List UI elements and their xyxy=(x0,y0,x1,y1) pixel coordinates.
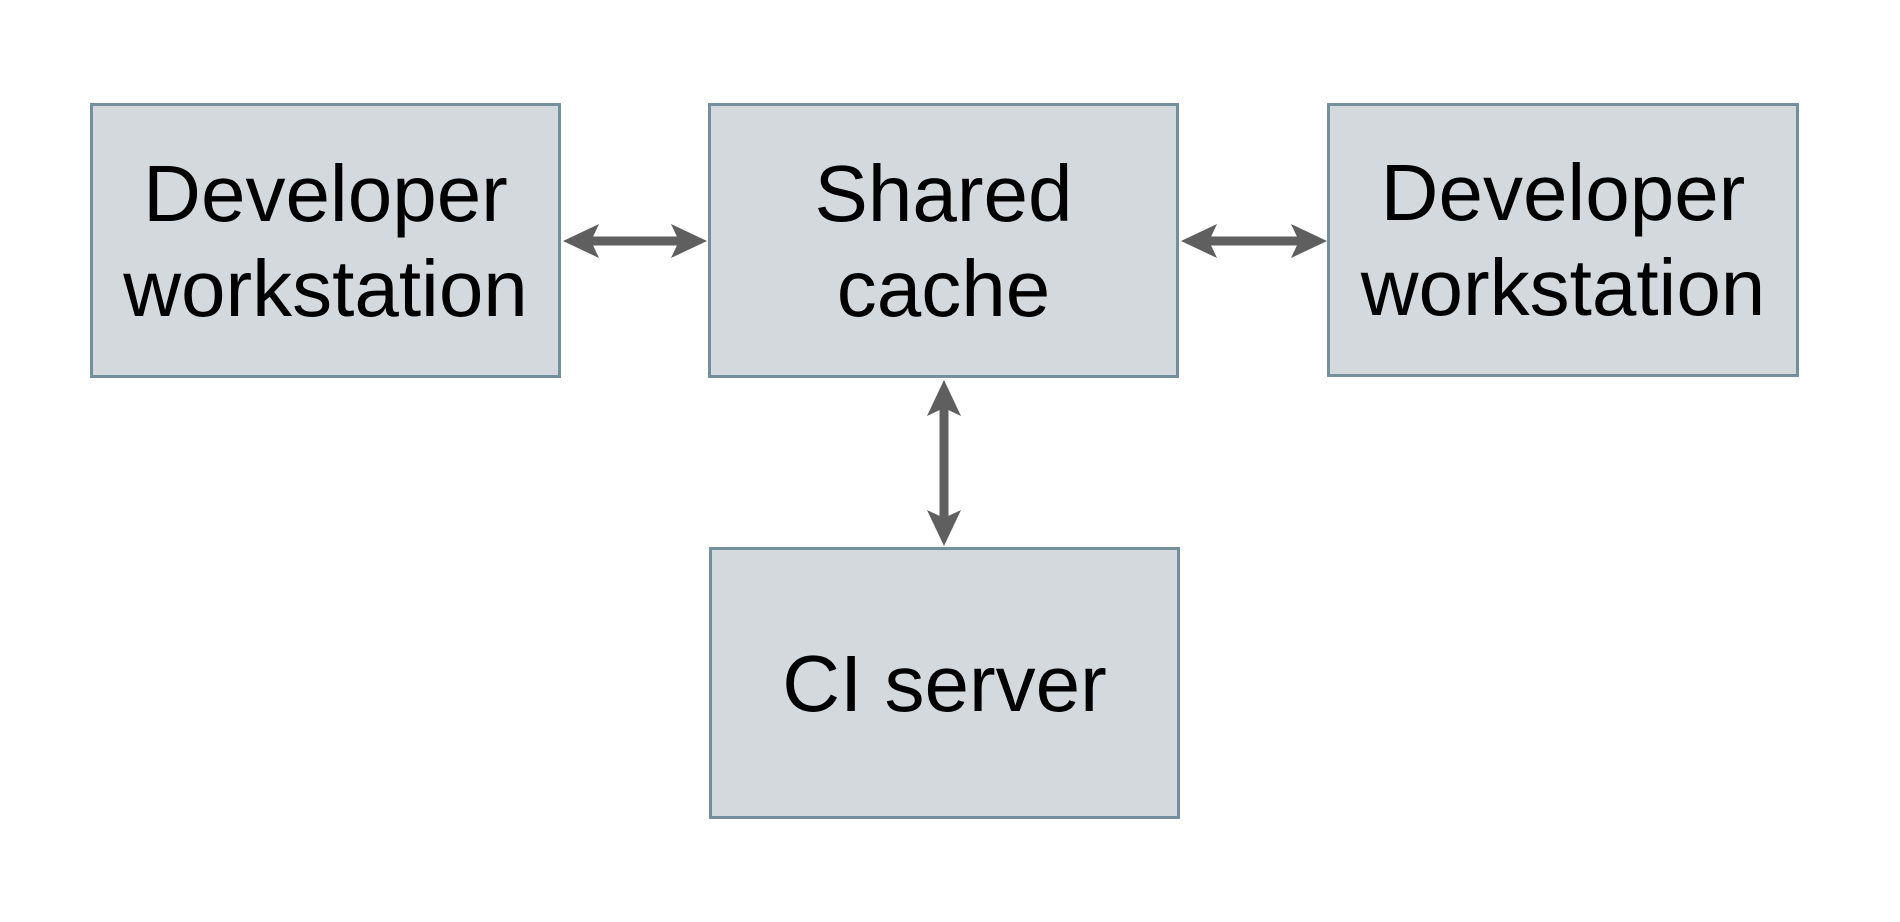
node-ci-server: CI server xyxy=(709,547,1180,819)
double-arrow-left-workstation-shared-cache xyxy=(563,224,707,258)
node-label-line: Developer xyxy=(1380,148,1746,237)
node-label-line: workstation xyxy=(123,243,528,333)
node-shared-cache: Shared cache xyxy=(708,103,1179,378)
node-label-line: CI server xyxy=(782,638,1107,728)
node-label-line: cache xyxy=(836,243,1051,333)
double-arrow-shared-cache-ci-server xyxy=(927,380,961,546)
node-label-line: Developer xyxy=(143,148,508,238)
node-label-line: workstation xyxy=(1360,243,1766,332)
node-developer-workstation-left: Developer workstation xyxy=(90,103,561,378)
double-arrow-shared-cache-right-workstation xyxy=(1181,224,1327,258)
node-developer-workstation-right: Developer workstation xyxy=(1327,103,1799,377)
node-label-line: Shared xyxy=(814,148,1073,238)
